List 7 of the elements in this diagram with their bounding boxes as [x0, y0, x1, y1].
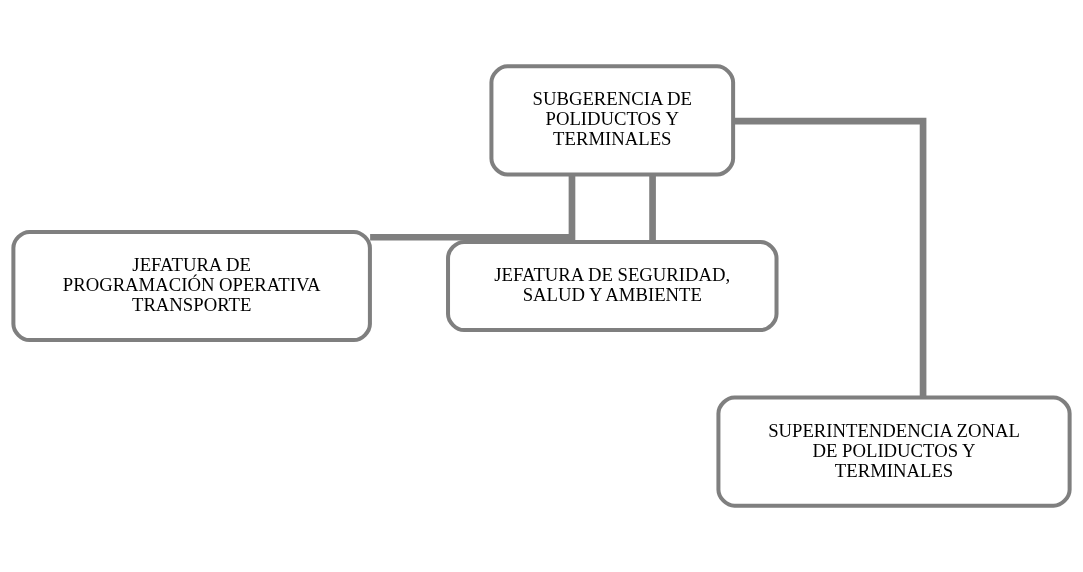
connector — [733, 117, 927, 398]
node-box: JEFATURA DE SEGURIDAD, SALUD Y AMBIENTE — [446, 239, 779, 333]
node-box: JEFATURA DE PROGRAMACIÓN OPERATIVA TRANSPORTE — [11, 229, 372, 343]
connector — [370, 174, 576, 241]
node-box: SUBGERENCIA DE POLIDUCTOS Y TERMINALES — [489, 64, 736, 177]
connector — [649, 174, 656, 242]
node-box: SUPERINTENDENCIA ZONAL DE POLIDUCTOS Y TERMINALES — [716, 395, 1072, 508]
